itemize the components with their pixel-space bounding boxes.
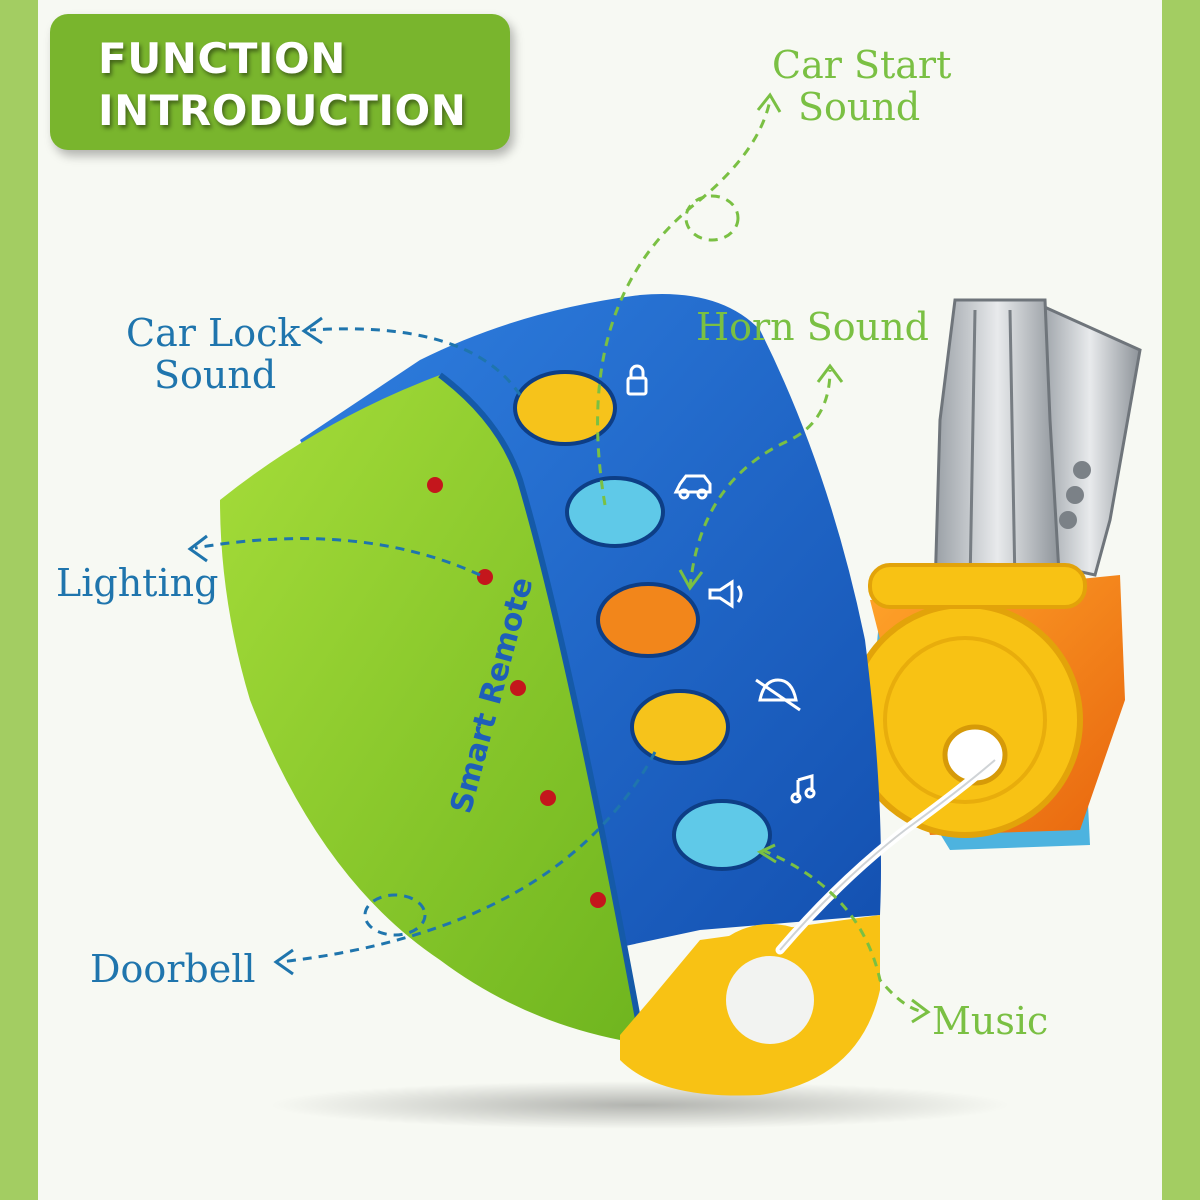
car-start-leader <box>596 99 772 506</box>
car-start-sound-label: Car Start Sound <box>772 43 952 129</box>
horn-icon <box>708 579 743 609</box>
car-lock-sound-label: Car Lock Sound <box>126 311 301 397</box>
remote-body <box>220 294 1000 1096</box>
banner-title-line1: FUNCTION <box>98 34 346 83</box>
red-led-lights <box>427 477 606 908</box>
button-icons <box>626 364 816 804</box>
key-ring <box>694 924 846 1076</box>
lock-icon <box>626 364 648 396</box>
front-key <box>933 298 1062 592</box>
doorbell-leader <box>279 751 657 964</box>
music-button <box>672 799 772 871</box>
bell-icon <box>755 678 801 712</box>
remote-buttons <box>513 370 772 871</box>
music-note-icon <box>790 774 816 804</box>
car-lock-leader <box>309 327 522 396</box>
car-start-loop <box>684 194 740 242</box>
horn-button <box>596 582 700 658</box>
doorbell-button <box>630 689 730 765</box>
banner-title-line2: INTRODUCTION <box>98 86 467 135</box>
lighting-label: Lighting <box>56 561 219 605</box>
lighting-leader <box>194 537 481 577</box>
doorbell-loop <box>363 893 427 937</box>
blue-callout-lines <box>194 327 657 964</box>
music-label: Music <box>932 999 1049 1043</box>
right-green-border <box>1162 0 1200 1200</box>
key-heads <box>847 563 1125 850</box>
horn-sound-label: Horn Sound <box>696 305 929 349</box>
green-arrowheads <box>678 92 931 1024</box>
blue-arrowheads <box>187 316 323 976</box>
function-introduction-banner: FUNCTION INTRODUCTION <box>50 14 510 150</box>
doorbell-label: Doorbell <box>90 947 256 991</box>
left-green-border <box>0 0 38 1200</box>
car-icon <box>673 474 712 500</box>
floor-shadow <box>270 1081 1010 1129</box>
lock-button <box>513 370 617 446</box>
horn-leader <box>688 369 832 589</box>
metal-keys <box>933 298 1142 592</box>
green-callout-lines <box>596 99 926 1014</box>
start-button <box>565 476 665 548</box>
